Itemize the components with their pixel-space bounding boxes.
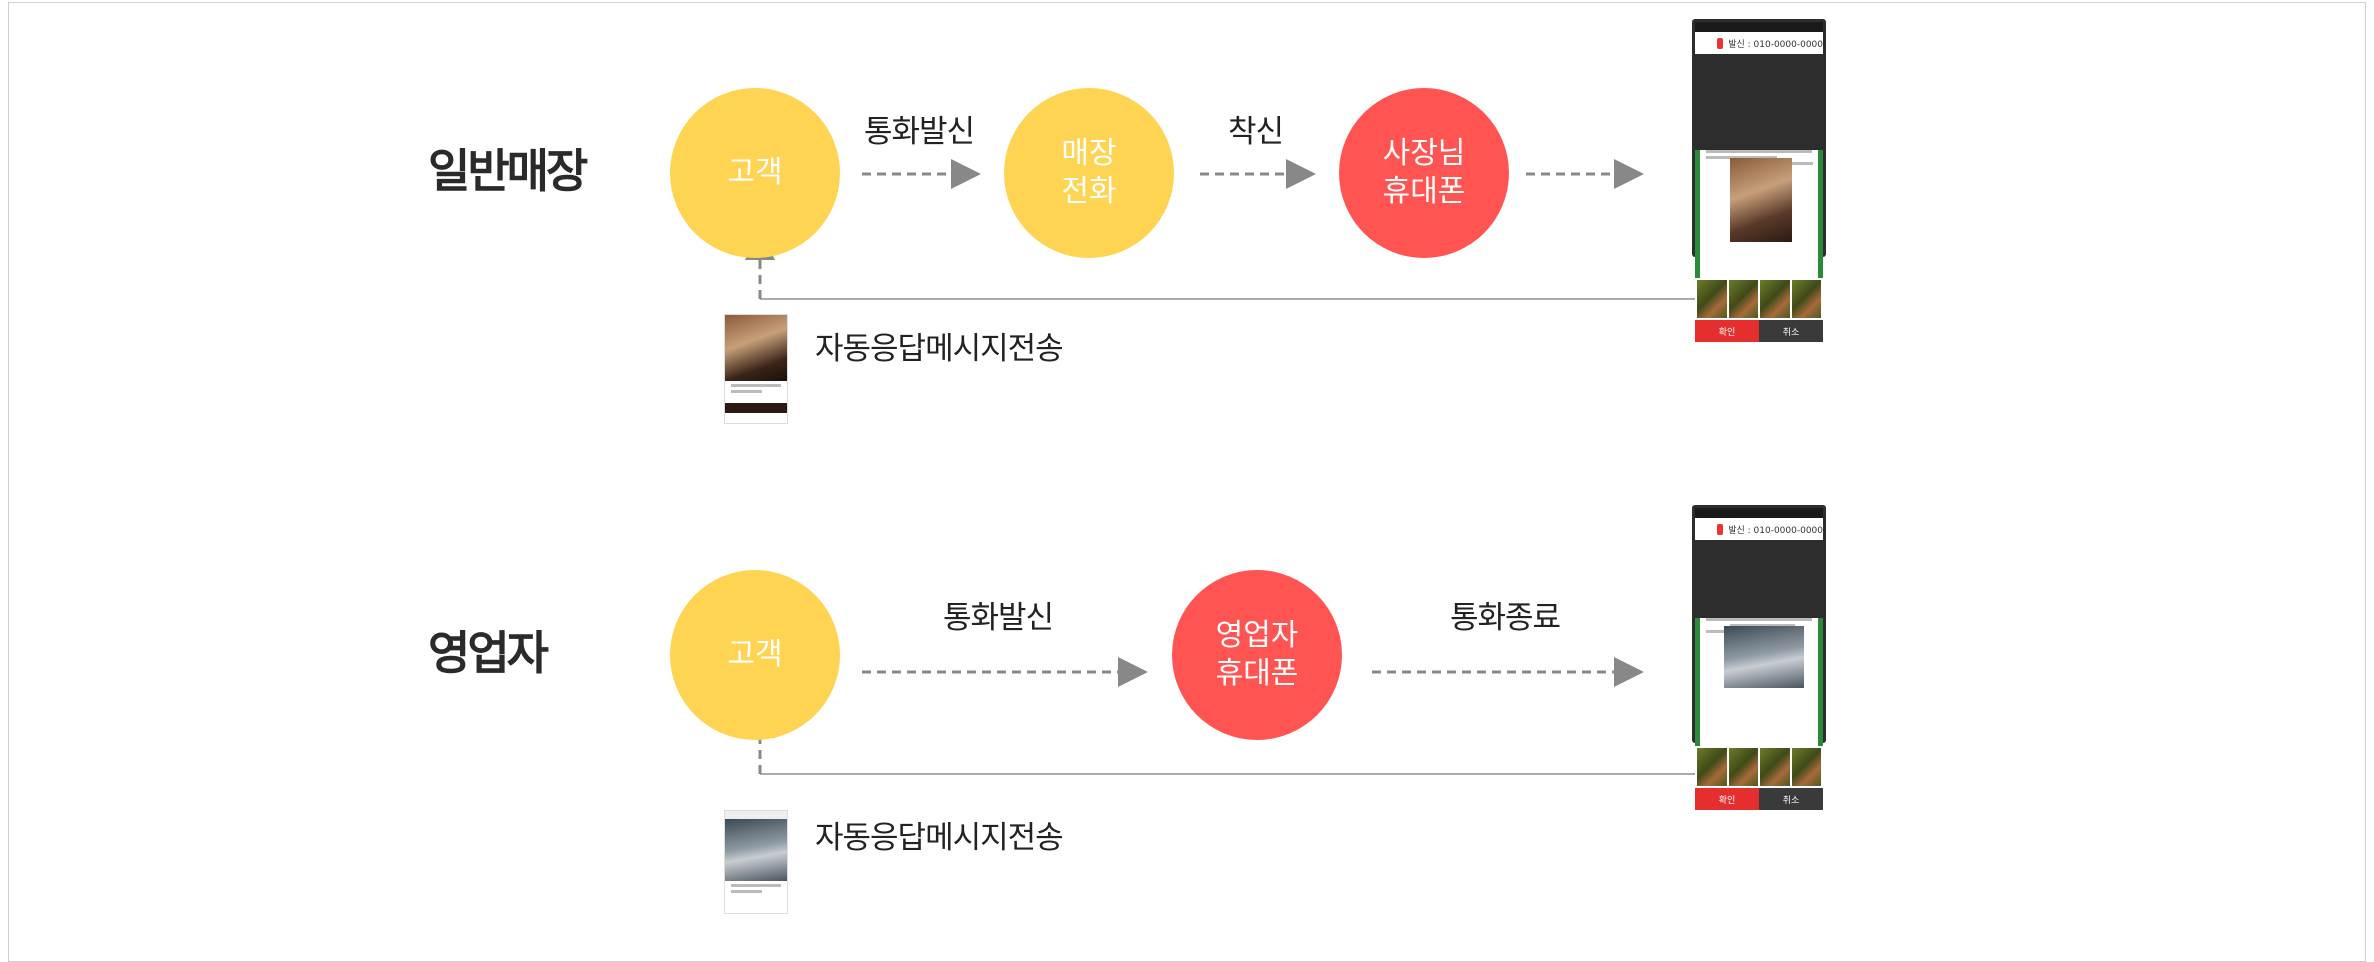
message-body bbox=[1695, 150, 1823, 278]
return-line-row1 bbox=[760, 274, 1773, 300]
customer-circle: 고객 bbox=[670, 570, 840, 740]
phone-buttons: 확인 취소 bbox=[1695, 320, 1823, 342]
caller-number: 발신 : 010-0000-0000 bbox=[1728, 39, 1823, 50]
return-line-row2 bbox=[760, 745, 1773, 775]
owner-phone-circle: 사장님 휴대폰 bbox=[1339, 88, 1509, 258]
auto-reply-thumb-restaurant bbox=[724, 314, 788, 424]
auto-reply-label-row1: 자동응답메시지전송 bbox=[815, 331, 1064, 367]
food-thumbnails bbox=[1695, 278, 1823, 320]
auto-reply-thumb-car bbox=[724, 810, 788, 914]
car-photo bbox=[1724, 626, 1804, 688]
label-call-outgoing: 통화발신 bbox=[864, 114, 975, 150]
confirm-button[interactable]: 확인 bbox=[1695, 788, 1759, 810]
row-title-general-store: 일반매장 bbox=[428, 144, 588, 198]
phone-header: 발신 : 010-0000-0000 bbox=[1695, 518, 1823, 540]
phone-header: 발신 : 010-0000-0000 bbox=[1695, 32, 1823, 54]
status-bar bbox=[1695, 22, 1823, 32]
app-badge-icon bbox=[1717, 523, 1724, 535]
restaurant-photo bbox=[1730, 158, 1792, 242]
store-phone-circle: 매장 전화 bbox=[1004, 88, 1174, 258]
phone-screen-restaurant: 발신 : 010-0000-0000 확인 취소 bbox=[1692, 19, 1826, 342]
food-thumbnails bbox=[1695, 746, 1823, 788]
label-call-end: 통화종료 bbox=[1450, 600, 1561, 636]
phone-buttons: 확인 취소 bbox=[1695, 788, 1823, 810]
cancel-button[interactable]: 취소 bbox=[1759, 788, 1823, 810]
row-title-sales: 영업자 bbox=[428, 626, 549, 680]
label-call-forward: 착신 bbox=[1228, 114, 1284, 150]
flow-connectors bbox=[745, 159, 1773, 775]
cancel-button[interactable]: 취소 bbox=[1759, 320, 1823, 342]
caller-number: 발신 : 010-0000-0000 bbox=[1728, 525, 1823, 536]
app-badge-icon bbox=[1717, 37, 1724, 49]
phone-screen-car: 발신 : 010-0000-0000 확인 취소 bbox=[1692, 505, 1826, 810]
sales-phone-circle: 영업자 휴대폰 bbox=[1172, 570, 1342, 740]
confirm-button[interactable]: 확인 bbox=[1695, 320, 1759, 342]
status-bar bbox=[1695, 508, 1823, 518]
label-call-outgoing: 통화발신 bbox=[943, 600, 1054, 636]
auto-reply-label-row2: 자동응답메시지전송 bbox=[815, 820, 1064, 856]
customer-circle: 고객 bbox=[670, 88, 840, 258]
message-body bbox=[1695, 618, 1823, 746]
